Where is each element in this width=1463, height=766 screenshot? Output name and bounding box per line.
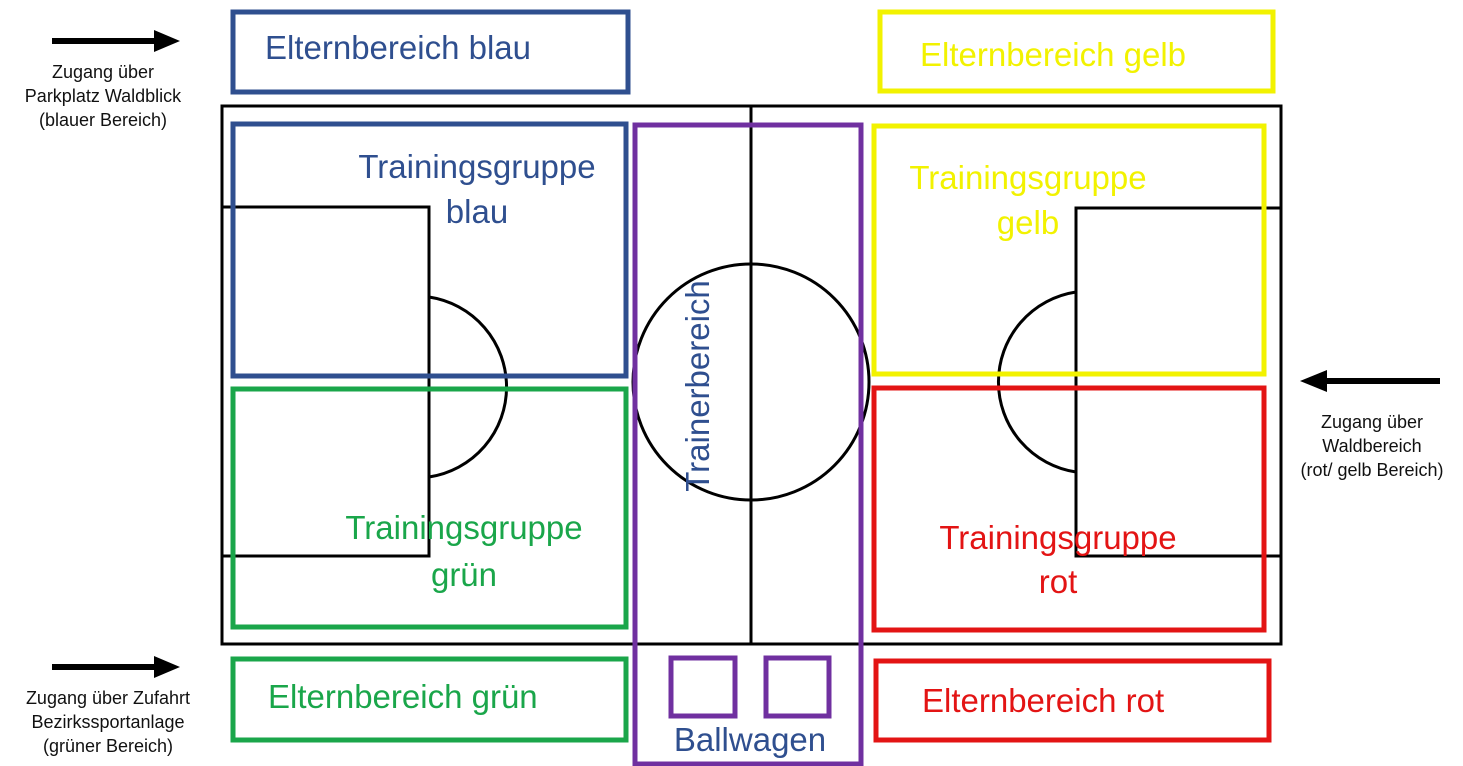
ball-cart-box-right [763, 655, 832, 719]
arrow-icon [52, 656, 180, 678]
access-forest-line2: Waldbereich [1322, 436, 1421, 456]
ball-cart-label: Ballwagen [674, 721, 826, 758]
training-group-yellow-box [871, 123, 1267, 377]
parent-area-yellow-box [877, 9, 1276, 94]
access-parking-line2: Parkplatz Waldblick [25, 86, 182, 106]
arrow-icon [1300, 370, 1440, 392]
penalty-area-right [1074, 206, 1283, 558]
access-driveway-line3: (grüner Bereich) [43, 736, 173, 756]
access-parking-text: Zugang über Parkplatz Waldblick (blauer … [25, 62, 182, 130]
training-group-red-box [871, 385, 1267, 633]
training-group-blue-line2: blau [446, 193, 508, 230]
penalty-area-left [220, 205, 431, 558]
training-group-green-line1: Trainingsgruppe [345, 509, 582, 546]
penalty-arc-right [997, 290, 1077, 474]
trainer-area-label: Trainerbereich [679, 280, 716, 492]
parent-area-green-box [230, 656, 629, 743]
access-forest-line1: Zugang über [1321, 412, 1423, 432]
access-driveway-text: Zugang über Zufahrt Bezirkssportanlage (… [26, 688, 190, 756]
training-group-yellow-line1: Trainingsgruppe [909, 159, 1146, 196]
access-parking-line3: (blauer Bereich) [39, 110, 167, 130]
parent-area-blue-box [230, 9, 631, 95]
training-group-red-line1: Trainingsgruppe [939, 519, 1176, 556]
ball-cart-box-left [668, 655, 738, 719]
training-group-green-line2: grün [431, 556, 497, 593]
training-group-green-box [230, 386, 629, 630]
training-group-blue-box [230, 121, 629, 379]
parent-area-green-label: Elternbereich grün [268, 678, 538, 715]
parent-area-red-box [873, 658, 1272, 743]
trainer-area-box [632, 122, 864, 766]
training-group-blue-line1: Trainingsgruppe [358, 148, 595, 185]
parent-area-blue-label: Elternbereich blau [265, 29, 531, 66]
training-group-yellow-line2: gelb [997, 204, 1059, 241]
access-driveway-line2: Bezirkssportanlage [31, 712, 184, 732]
parent-area-red-label: Elternbereich rot [922, 682, 1164, 719]
access-driveway-line1: Zugang über Zufahrt [26, 688, 190, 708]
access-forest-text: Zugang über Waldbereich (rot/ gelb Berei… [1300, 412, 1443, 480]
access-forest-line3: (rot/ gelb Bereich) [1300, 460, 1443, 480]
training-group-red-line2: rot [1039, 563, 1078, 600]
parent-area-yellow-label: Elternbereich gelb [920, 36, 1186, 73]
access-parking-line1: Zugang über [52, 62, 154, 82]
arrow-icon [52, 30, 180, 52]
